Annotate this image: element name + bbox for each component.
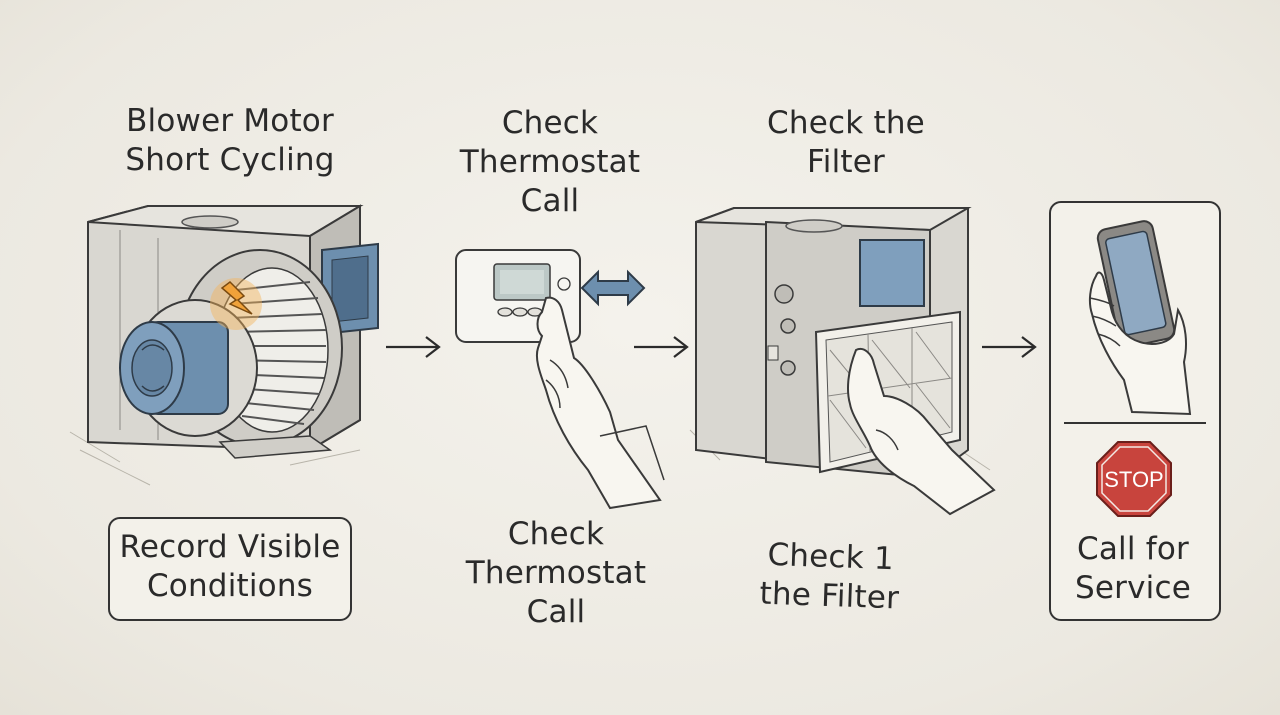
thermostat-icon: [455, 249, 665, 510]
record-conditions-box: [108, 517, 352, 621]
double-arrow-icon: [580, 269, 646, 307]
blower-title: Blower Motor Short Cycling: [125, 103, 335, 178]
blower-caption: Record Visible Conditions: [119, 529, 341, 604]
svg-text:STOP: STOP: [1104, 467, 1164, 492]
arrow-right-icon: [634, 336, 689, 358]
filter-caption: Check 1 the Filter: [758, 536, 900, 617]
phone-hand-icon: [1088, 220, 1192, 416]
service-caption: Call for Service: [1075, 531, 1191, 606]
blower-motor-icon: [69, 204, 379, 486]
arrow-right-icon: [386, 336, 441, 358]
furnace-filter-icon: [689, 207, 996, 516]
thermostat-title: Check Thermostat Call: [459, 105, 641, 219]
arrow-right-icon: [982, 336, 1037, 358]
thermostat-caption: Check Thermostat Call: [465, 516, 647, 630]
stop-sign-icon: STOP: [1096, 441, 1172, 517]
service-divider: [1064, 422, 1206, 424]
filter-title: Check the Filter: [767, 105, 925, 180]
